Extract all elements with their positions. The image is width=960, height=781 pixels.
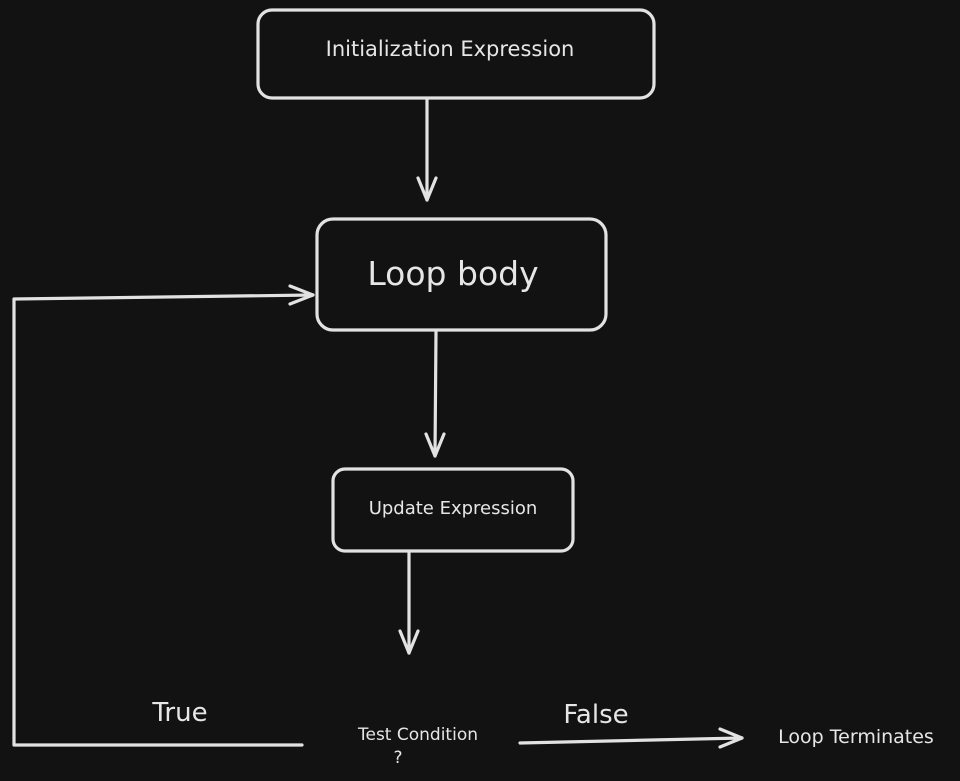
arrow-true-loopback-head xyxy=(288,284,315,306)
update-node: Update Expression xyxy=(331,467,575,553)
edge-label-true: True xyxy=(151,698,207,728)
body-node: Loop body xyxy=(315,217,608,332)
test-node: Test Condition ? xyxy=(357,725,478,768)
body-node-box xyxy=(315,217,608,332)
update-node-box xyxy=(331,467,575,553)
test-node-line1: Test Condition xyxy=(357,725,478,745)
arrow-body-to-update-shaft xyxy=(433,330,438,458)
arrow-update-to-test-head xyxy=(398,629,420,655)
arrow-init-to-body xyxy=(416,98,438,202)
body-node-label: Loop body xyxy=(367,254,538,293)
arrow-true-loopback-line xyxy=(12,293,315,747)
init-node-box xyxy=(256,8,656,100)
edge-label-false: False xyxy=(563,700,628,730)
arrow-body-to-update-head xyxy=(424,432,446,458)
arrow-false-terminate: False xyxy=(518,700,744,749)
arrow-body-to-update xyxy=(424,330,446,458)
update-node-label: Update Expression xyxy=(369,498,538,519)
test-node-line2: ? xyxy=(393,748,402,768)
arrow-false-shaft xyxy=(518,736,744,745)
arrow-init-to-body-head xyxy=(416,176,438,202)
init-node: Initialization Expression xyxy=(256,8,656,100)
arrow-update-to-test xyxy=(398,551,420,655)
init-node-label: Initialization Expression xyxy=(326,37,575,61)
arrow-false-head xyxy=(718,727,744,749)
terminate-node-label: Loop Terminates xyxy=(778,726,934,748)
arrow-true-loopback: True xyxy=(12,284,315,747)
